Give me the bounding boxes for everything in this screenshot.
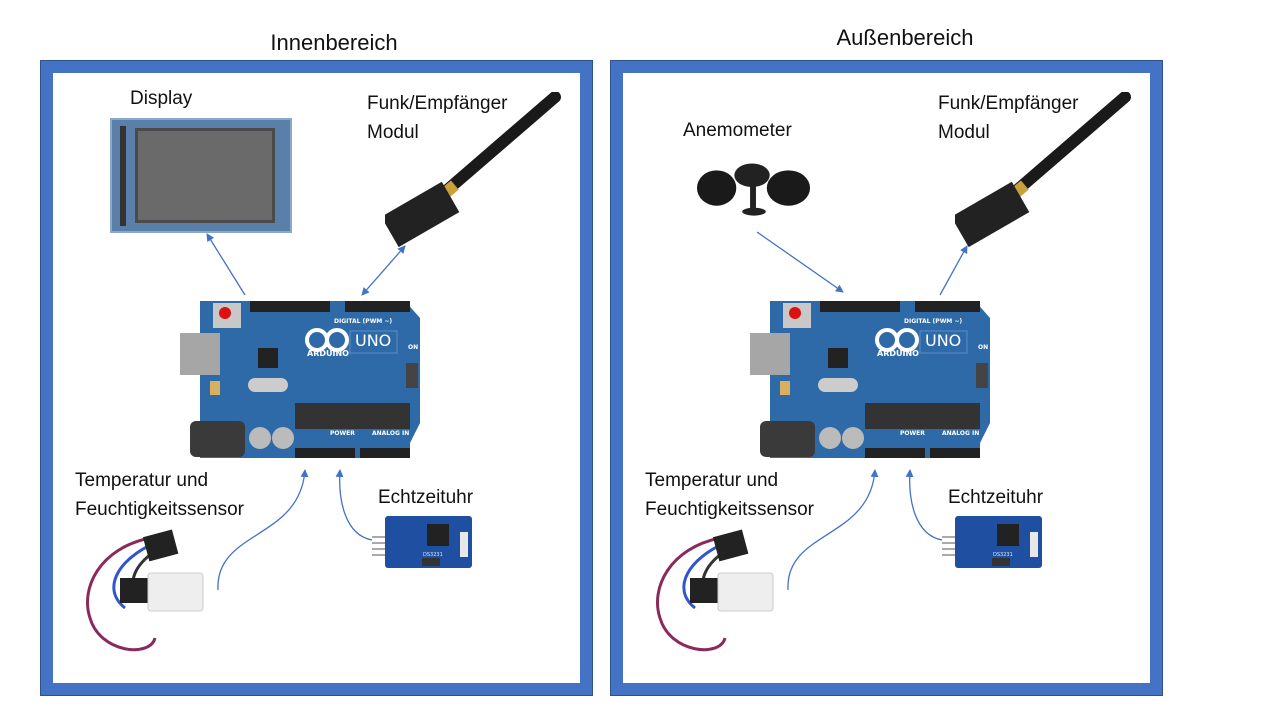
sensor-label-line1: Temperatur und (75, 470, 209, 491)
arrow-rtc-to-board-outdoor (905, 469, 943, 541)
board-on-label: ON (408, 344, 419, 351)
board-brand-label: ARDUINO (307, 349, 349, 358)
arrow-sensor-to-board (217, 469, 309, 591)
arrow-radio-link (361, 245, 406, 296)
radio-label-line2: Modul (367, 122, 419, 143)
board-model-label-outdoor: UNO (925, 331, 962, 350)
arrow-rtc-to-board (335, 469, 373, 541)
board-power-label-outdoor: POWER (900, 430, 925, 437)
anemometer-label: Anemometer (683, 120, 792, 141)
sensor-label-line2: Feuchtigkeitssensor (75, 499, 244, 520)
display-label: Display (130, 88, 193, 109)
rtc-module (372, 516, 472, 568)
display-module (110, 118, 292, 233)
radio-label-line1-outdoor: Funk/Empfänger (938, 93, 1079, 114)
anemometer (696, 163, 811, 216)
board-model-label: UNO (355, 331, 392, 350)
outdoor-title: Außenbereich (836, 25, 974, 50)
temperature-humidity-sensor-outdoor (656, 528, 775, 652)
arrow-to-display (206, 233, 246, 296)
arrow-anemometer-to-board (756, 231, 844, 293)
board-power-label: POWER (330, 430, 355, 437)
rtc-module-outdoor (942, 516, 1042, 568)
board-brand-label-outdoor: ARDUINO (877, 349, 919, 358)
board-on-label-outdoor: ON (978, 344, 989, 351)
rtc-label: Echtzeituhr (378, 487, 474, 508)
temperature-humidity-sensor (86, 528, 205, 652)
board-digital-label: DIGITAL (PWM ~) (334, 318, 393, 325)
board-digital-label-outdoor: DIGITAL (PWM ~) (904, 318, 963, 325)
board-analog-label-outdoor: ANALOG IN (942, 430, 980, 437)
radio-label-line1: Funk/Empfänger (367, 93, 508, 114)
rtc-label-outdoor: Echtzeituhr (948, 487, 1044, 508)
arrow-sensor-to-board-outdoor (787, 469, 879, 591)
rtc-chip-label-outdoor: DS3231 (993, 552, 1013, 558)
sensor-label-line1-outdoor: Temperatur und (645, 470, 779, 491)
rtc-chip-label: DS3231 (423, 552, 443, 558)
sensor-label-line2-outdoor: Feuchtigkeitssensor (645, 499, 814, 520)
arrow-board-to-radio (939, 245, 968, 296)
indoor-title: Innenbereich (270, 30, 398, 55)
radio-label-line2-outdoor: Modul (938, 122, 990, 143)
board-analog-label: ANALOG IN (372, 430, 410, 437)
